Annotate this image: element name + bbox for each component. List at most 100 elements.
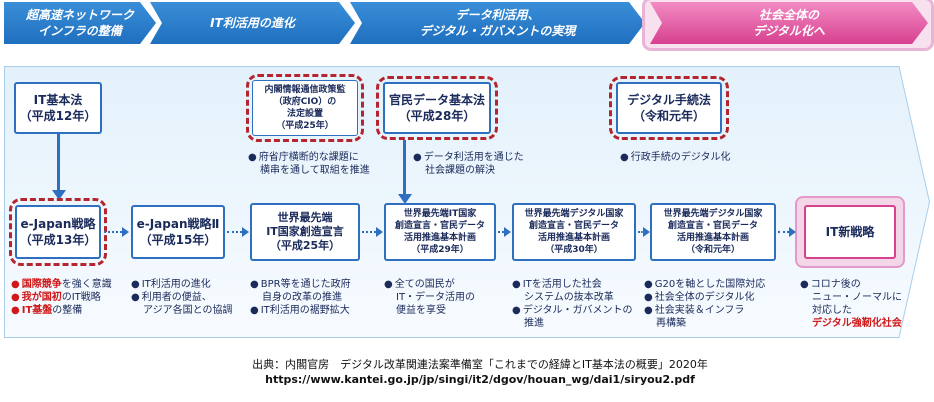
timeline-4-line-2: 創造宣言・官民データ bbox=[394, 221, 485, 231]
proc-note: ●行政手続のデジタル化 bbox=[620, 151, 731, 164]
timeline-5-line-4: （平成30年） bbox=[545, 245, 603, 255]
cio-note-line-2: 横串を通して取組を推進 bbox=[260, 165, 370, 176]
bottom-note-1: ●国際競争を強く意識 ●我が国初のIT戦略 ●IT基盤の整備 bbox=[11, 278, 112, 317]
timeline-2-line-1: e-Japan戦略Ⅱ bbox=[136, 217, 220, 231]
timeline-6-line-3: 活用推進基本計画 bbox=[676, 233, 749, 243]
timeline-5-line-2: 創造宣言・官民データ bbox=[528, 221, 619, 231]
timeline-box-6: 世界最先端デジタル国家 創造宣言・官民データ 活用推進基本計画 （令和元年） bbox=[650, 203, 776, 261]
timeline-7-line-1: IT新戦略 bbox=[825, 225, 875, 239]
digital-proc-year: （令和元年） bbox=[632, 109, 705, 123]
connector-4 bbox=[498, 231, 504, 233]
note-6-bullet-2: ● bbox=[644, 292, 653, 303]
connector-6-head bbox=[789, 227, 796, 237]
timeline-4-line-4: （平成29年） bbox=[411, 245, 469, 255]
data-note-line-2: 社会課題の解決 bbox=[425, 165, 495, 176]
connector-2-head bbox=[242, 227, 249, 237]
phase-2-chevron: IT利活用の進化 bbox=[150, 2, 355, 44]
cio-line-4: （平成25年） bbox=[276, 121, 334, 131]
note-5-text-2: システムの抜本改革 bbox=[524, 292, 614, 303]
note-5-text-4: 推進 bbox=[524, 318, 544, 329]
it-basic-law-box: IT基本法 （平成12年） bbox=[14, 82, 102, 134]
note-1-red-3: IT基盤 bbox=[21, 305, 53, 316]
note-6-text-3: 社会実装＆インフラ bbox=[654, 305, 745, 316]
note-7-red-4: デジタル強靭化社会 bbox=[812, 318, 902, 329]
data-law-down-arrow-line bbox=[403, 140, 406, 196]
note-1-text-2: のIT戦略 bbox=[61, 292, 101, 303]
note-3-bullet-1: ● bbox=[250, 279, 259, 290]
it-basic-law-year: （平成12年） bbox=[19, 109, 97, 123]
note-7-text-2: ニュー・ノーマルに bbox=[812, 292, 902, 303]
connector-1 bbox=[104, 231, 122, 233]
phase-3-label: データ利活用、 デジタル・ガバメントの実現 bbox=[419, 8, 576, 38]
source-title: 出典：内閣官房 デジタル改革関連法案準備室「これまでの経緯とIT基本法の概要」2… bbox=[252, 358, 708, 371]
timeline-3-line-2: IT国家創造宣言 bbox=[266, 225, 344, 238]
timeline-4-line-1: 世界最先端IT国家 bbox=[403, 209, 477, 219]
note-1-text-3: の整備 bbox=[52, 305, 83, 316]
data-law-title: 官民データ基本法 bbox=[388, 93, 485, 107]
bottom-note-2: ●IT利活用の進化 ●利用者の便益、 アジア各国との協調 bbox=[131, 278, 233, 317]
data-note: ●データ利活用を通じた 社会課題の解決 bbox=[413, 151, 524, 177]
timeline-2-line-2: （平成15年） bbox=[139, 233, 217, 247]
note-1-bullet-1: ● bbox=[11, 279, 20, 290]
it-law-down-arrow-head bbox=[52, 190, 66, 200]
note-3-text-3: IT利活用の裾野拡大 bbox=[260, 305, 350, 316]
phase-1-chevron: 超高速ネットワーク インフラの整備 bbox=[4, 2, 156, 44]
note-6-bullet-3: ● bbox=[644, 305, 653, 316]
note-4-bullet-1: ● bbox=[384, 279, 393, 290]
note-6-text-4: 再構築 bbox=[656, 318, 686, 329]
data-law-down-arrow-head bbox=[398, 194, 412, 204]
note-7-bullet-1: ● bbox=[800, 279, 809, 290]
connector-3-head bbox=[376, 227, 383, 237]
note-3-bullet-3: ● bbox=[250, 305, 259, 316]
note-2-text-1: IT利活用の進化 bbox=[141, 279, 211, 290]
source-citation: 出典：内閣官房 デジタル改革関連法案準備室「これまでの経緯とIT基本法の概要」2… bbox=[150, 357, 810, 387]
data-note-line-1: データ利活用を通じた bbox=[423, 152, 524, 163]
timeline-5-line-1: 世界最先端デジタル国家 bbox=[524, 209, 624, 219]
phase-4-chevron: 社会全体の デジタル化へ bbox=[650, 2, 928, 44]
note-1-red-2: 我が国初 bbox=[21, 292, 62, 303]
note-1-bullet-3: ● bbox=[11, 305, 20, 316]
timeline-box-3: 世界最先端 IT国家創造宣言 （平成25年） bbox=[250, 203, 360, 261]
note-6-text-2: 社会全体のデジタル化 bbox=[654, 292, 755, 303]
bottom-note-7: ●コロナ後の ニュー・ノーマルに 対応した デジタル強靭化社会 bbox=[800, 278, 902, 330]
source-url[interactable]: https://www.kantei.go.jp/jp/singi/it2/dg… bbox=[265, 373, 695, 386]
timeline-box-5: 世界最先端デジタル国家 創造宣言・官民データ 活用推進基本計画 （平成30年） bbox=[512, 203, 636, 261]
timeline-1-line-2: （平成13年） bbox=[19, 233, 97, 247]
note-1-bullet-2: ● bbox=[11, 292, 20, 303]
phase-1-label: 超高速ネットワーク インフラの整備 bbox=[25, 8, 134, 38]
bottom-note-5: ●ITを活用した社会 システムの抜本改革 ●デジタル・ガバメントの 推進 bbox=[512, 278, 633, 330]
timeline-1-line-1: e-Japan戦略 bbox=[20, 217, 96, 231]
cio-line-2: （政府CIO）の bbox=[273, 97, 337, 107]
timeline-5-line-3: 活用推進基本計画 bbox=[537, 233, 610, 243]
connector-6 bbox=[778, 231, 789, 233]
cio-highlight bbox=[246, 74, 364, 142]
cio-box: 内閣情報通信政策監 （政府CIO）の 法定設置 （平成25年） bbox=[252, 80, 358, 136]
timeline-3-line-3: （平成25年） bbox=[269, 239, 341, 252]
digital-proc-title: デジタル手続法 bbox=[627, 93, 711, 107]
note-3-text-1: BPR等を通じた政府 bbox=[260, 279, 351, 290]
cio-line-3: 法定設置 bbox=[286, 109, 323, 119]
note-4-text-3: 便益を享受 bbox=[396, 305, 446, 316]
timeline-3-line-1: 世界最先端 bbox=[277, 211, 333, 224]
cio-note-line-1: 府省庁横断的な課題に bbox=[258, 152, 359, 163]
connector-5-head bbox=[643, 227, 650, 237]
note-5-bullet-1: ● bbox=[512, 279, 521, 290]
digital-proc-box: デジタル手続法 （令和元年） bbox=[616, 82, 722, 134]
note-6-bullet-1: ● bbox=[644, 279, 653, 290]
timeline-4-line-3: 活用推進基本計画 bbox=[403, 233, 476, 243]
note-7-text-3: 対応した bbox=[812, 305, 852, 316]
timeline-6-line-1: 世界最先端デジタル国家 bbox=[663, 209, 763, 219]
phase-3-chevron: データ利活用、 デジタル・ガバメントの実現 bbox=[350, 2, 645, 44]
data-note-bullet: ● bbox=[413, 152, 422, 163]
note-2-text-3: アジア各国との協調 bbox=[143, 305, 233, 316]
note-5-text-3: デジタル・ガバメントの bbox=[522, 305, 633, 316]
cio-note: ●府省庁横断的な課題に 横串を通して取組を推進 bbox=[248, 151, 370, 177]
digital-proc-highlight bbox=[609, 76, 729, 140]
data-law-year: （平成28年） bbox=[398, 109, 476, 123]
note-1-red-1: 国際競争 bbox=[21, 279, 62, 290]
bottom-note-6: ●G20を軸とした国際対応 ●社会全体のデジタル化 ●社会実装＆インフラ 再構築 bbox=[644, 278, 765, 330]
connector-2 bbox=[227, 231, 242, 233]
note-6-text-1: G20を軸とした国際対応 bbox=[654, 279, 766, 290]
bottom-note-3: ●BPR等を通じた政府 自身の改革の推進 ●IT利活用の裾野拡大 bbox=[250, 278, 351, 317]
note-3-text-2: 自身の改革の推進 bbox=[262, 292, 342, 303]
